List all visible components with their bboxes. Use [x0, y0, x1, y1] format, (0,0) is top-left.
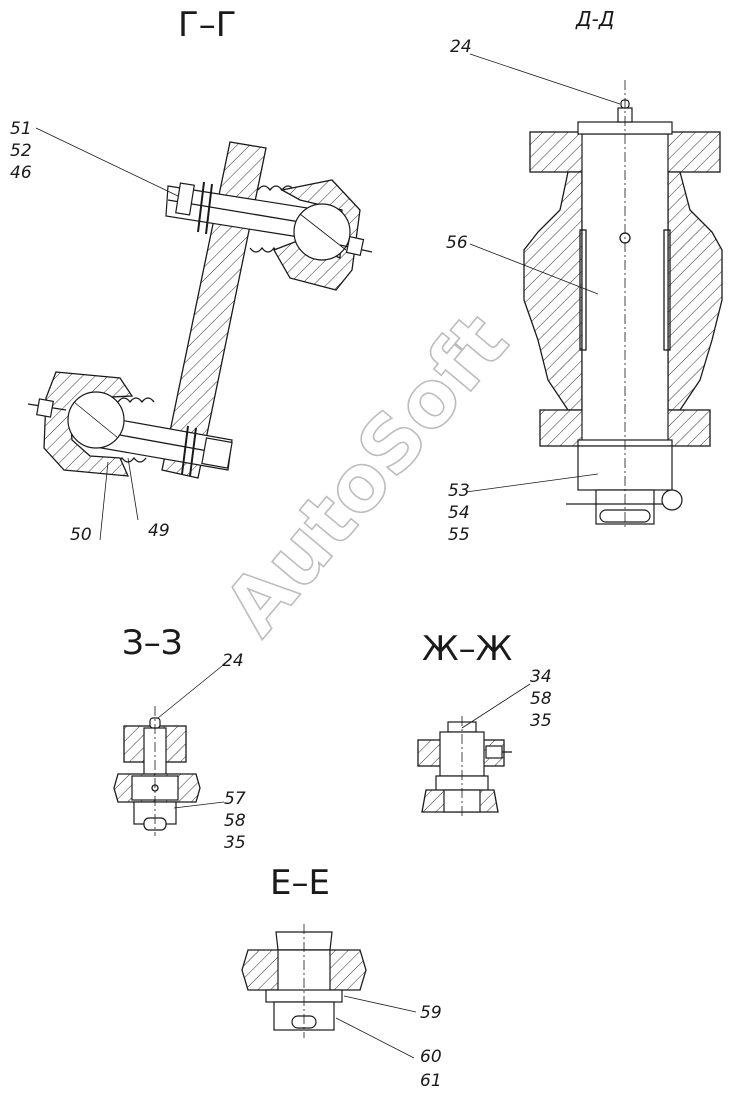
callout-d-53: 53: [448, 481, 470, 501]
section-z-view: З–З 24 57 58 35: [113, 623, 246, 853]
section-e-title: Е–Е: [270, 863, 330, 903]
section-g-view: Г–Г: [10, 5, 373, 545]
section-z-title: З–З: [122, 623, 183, 663]
leader-g-49: [127, 457, 139, 521]
leader-d-56: [469, 243, 599, 295]
section-e-view: Е–Е 59 60 61: [241, 863, 442, 1091]
callout-e-60: 60: [420, 1047, 442, 1067]
callout-z-24: 24: [222, 651, 244, 671]
section-d-title: Д-Д: [575, 7, 614, 31]
d-body-right: [667, 171, 723, 411]
callout-zh-34: 34: [530, 667, 552, 687]
callout-d-24: 24: [450, 37, 472, 57]
callout-z-35: 35: [224, 833, 246, 853]
d-body-left: [523, 171, 583, 411]
lower-joint: [27, 371, 233, 477]
section-zh-title: Ж–Ж: [422, 629, 512, 669]
callout-d-56: 56: [446, 233, 468, 253]
callout-z-58: 58: [224, 811, 246, 831]
leader-d-24: [469, 53, 621, 105]
upper-joint: [165, 179, 373, 291]
section-d-view: Д-Д 24 56 53 54 55: [446, 7, 723, 545]
watermark: AutoSoft: [208, 297, 526, 652]
callout-e-59: 59: [420, 1003, 442, 1023]
callout-zh-58: 58: [530, 689, 552, 709]
section-g-title: Г–Г: [178, 5, 236, 45]
callout-g-51: 51: [10, 119, 32, 139]
callout-g-49: 49: [148, 521, 170, 541]
callout-zh-35: 35: [530, 711, 552, 731]
callout-z-57: 57: [224, 789, 246, 809]
callout-g-46: 46: [10, 163, 32, 183]
callout-d-54: 54: [448, 503, 470, 523]
callout-e-61: 61: [420, 1071, 442, 1091]
leader-g-51: [35, 127, 179, 197]
callout-g-50: 50: [70, 525, 92, 545]
section-zh-view: Ж–Ж 34 58 35: [417, 629, 552, 816]
leader-d-53: [465, 473, 599, 493]
callout-g-52: 52: [10, 141, 32, 161]
callout-d-55: 55: [448, 525, 470, 545]
leader-g-50: [99, 461, 109, 541]
